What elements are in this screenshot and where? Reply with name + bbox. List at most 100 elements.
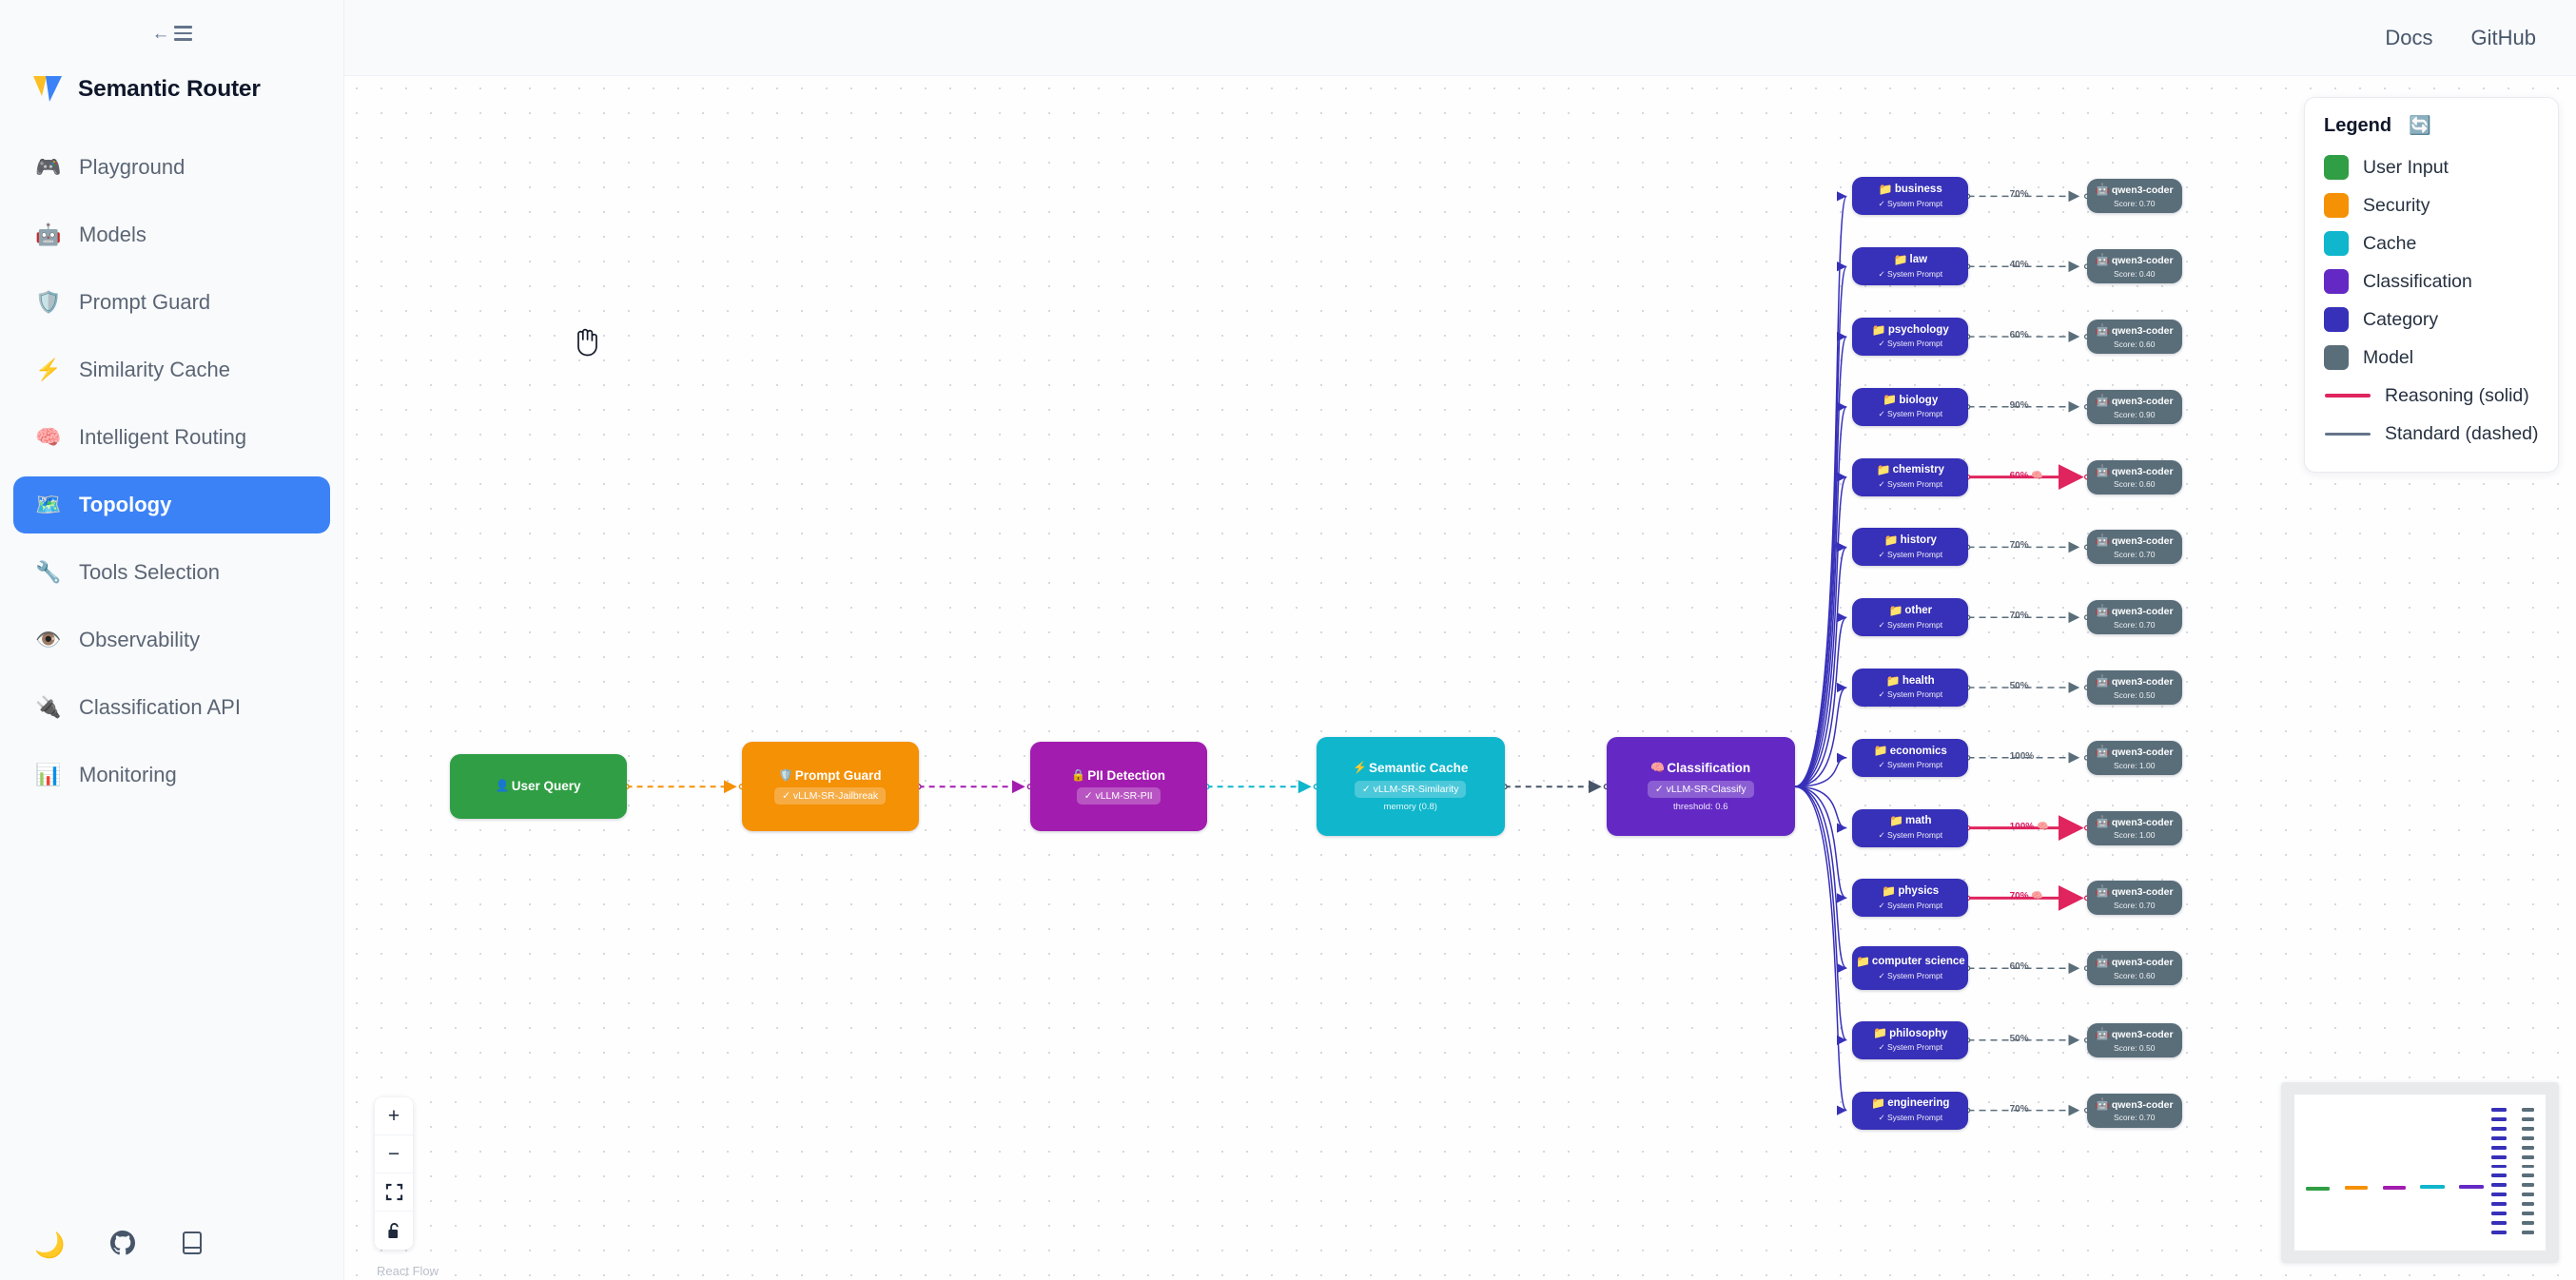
category-node[interactable]: 📁psychology✓ System Prompt [1852, 318, 1969, 356]
sidebar-item-observability[interactable]: 👁️ Observability [13, 611, 330, 669]
refresh-icon[interactable]: 🔄 [2409, 116, 2431, 136]
category-node[interactable]: 📁chemistry✓ System Prompt [1852, 457, 1969, 496]
react-flow-attribution[interactable]: React Flow [377, 1264, 439, 1278]
zoom-out-button[interactable]: − [375, 1135, 413, 1173]
classification-to-category-edge [1794, 682, 1847, 787]
sidebar-item-topology[interactable]: 🗺️ Topology [13, 476, 330, 533]
category-node[interactable]: 📁computer science✓ System Prompt [1852, 946, 1969, 991]
minimap-viewport[interactable] [2294, 1095, 2546, 1251]
category-node[interactable]: 📁math✓ System Prompt [1852, 808, 1969, 847]
grab-hand-cursor [571, 325, 599, 362]
docs-link[interactable]: Docs [2385, 25, 2433, 49]
lock-button[interactable] [375, 1212, 413, 1250]
sidebar-item-playground[interactable]: 🎮 Playground [13, 139, 330, 196]
category-node[interactable]: 📁engineering✓ System Prompt [1852, 1091, 1969, 1130]
topology-canvas[interactable]: 👤User Query 🛡️Prompt Guard✓ vLLM-SR-Jailb… [344, 76, 2576, 1280]
legend-label: Model [2363, 346, 2414, 368]
book-icon[interactable] [181, 1231, 204, 1259]
legend-label: Category [2363, 308, 2439, 330]
category-node[interactable]: 📁biology✓ System Prompt [1852, 387, 1969, 426]
pipeline-node-pii-detection[interactable]: 🔒PII Detection✓ vLLM-SR-PII [1029, 742, 1207, 831]
minimap-node [2490, 1183, 2507, 1188]
collapse-sidebar-icon[interactable]: ← [152, 25, 192, 43]
pipeline-node-prompt-guard[interactable]: 🛡️Prompt Guard✓ vLLM-SR-Jailbreak [741, 742, 919, 831]
sidebar-item-label: Monitoring [79, 763, 177, 786]
github-link[interactable]: GitHub [2470, 25, 2536, 49]
minimap-node [2306, 1187, 2330, 1192]
edge-percent-label: 90% [2009, 399, 2029, 411]
minimap-node [2522, 1220, 2534, 1225]
sidebar-item-models[interactable]: 🤖 Models [13, 206, 330, 263]
robot-icon: 🤖 [2095, 955, 2110, 969]
category-sub: ✓ System Prompt [1878, 1112, 1943, 1122]
sidebar-item-label: Prompt Guard [79, 290, 211, 314]
node-title: 🛡️Prompt Guard [778, 767, 882, 783]
category-sub: ✓ System Prompt [1878, 339, 1943, 349]
node-title: 🧠Classification [1650, 761, 1751, 776]
flow-layer[interactable]: 👤User Query 🛡️Prompt Guard✓ vLLM-SR-Jailb… [344, 76, 2576, 1280]
sidebar-item-intelligent-routing[interactable]: 🧠 Intelligent Routing [13, 409, 330, 466]
category-node[interactable]: 📁philosophy ✓ System Prompt [1852, 1020, 1969, 1059]
model-name: 🤖qwen3-coder [2095, 463, 2174, 477]
category-sub: ✓ System Prompt [1878, 900, 1943, 910]
sidebar-item-prompt-guard[interactable]: 🛡️ Prompt Guard [13, 274, 330, 331]
category-node[interactable]: 📁history✓ System Prompt [1852, 528, 1969, 567]
category-node[interactable]: 📁law✓ System Prompt [1852, 247, 1969, 286]
sidebar: ← Semantic Router 🎮 Playground 🤖 Models [0, 0, 344, 1280]
model-name: 🤖qwen3-coder [2095, 183, 2174, 197]
github-icon[interactable] [110, 1231, 136, 1259]
robot-icon: 🤖 [2095, 814, 2110, 828]
edge-percent-label: 60% [2009, 961, 2029, 973]
sidebar-item-monitoring[interactable]: 📊 Monitoring [13, 747, 330, 804]
minimap-node [2522, 1202, 2534, 1206]
minimap-node [2420, 1184, 2446, 1189]
shield-icon: 🛡️ [35, 290, 62, 314]
category-name: 📁philosophy [1873, 1026, 1948, 1040]
pipeline-node-user-query[interactable]: 👤User Query [449, 754, 627, 820]
robot-icon: 🤖 [2095, 604, 2110, 618]
category-node[interactable]: 📁business✓ System Prompt [1852, 177, 1969, 216]
legend-line-dashed [2325, 432, 2371, 436]
model-score: Score: 0.90 [2114, 409, 2156, 419]
minimap[interactable] [2281, 1082, 2559, 1263]
sidebar-item-tools-selection[interactable]: 🔧 Tools Selection [13, 544, 330, 601]
folder-icon: 📁 [1883, 393, 1898, 407]
moon-icon[interactable]: 🌙 [34, 1231, 66, 1259]
classification-to-category-edge [1794, 401, 1848, 787]
category-node[interactable]: 📁physics ✓ System Prompt [1852, 879, 1969, 918]
sidebar-item-classification-api[interactable]: 🔌 Classification API [13, 679, 330, 736]
folder-icon: 📁 [1871, 322, 1886, 337]
category-name: 📁math [1889, 814, 1932, 828]
robot-icon: 🤖 [2095, 1026, 2110, 1040]
zoom-in-button[interactable]: + [375, 1097, 413, 1135]
category-node[interactable]: 📁other✓ System Prompt [1852, 598, 1969, 637]
model-score: Score: 0.50 [2114, 1042, 2156, 1053]
category-node[interactable]: 📁economics✓ System Prompt [1852, 738, 1969, 777]
fit-view-button[interactable] [375, 1173, 413, 1212]
legend-label: Classification [2363, 270, 2472, 292]
brand-name: Semantic Router [78, 76, 261, 102]
map-icon: 🗺️ [35, 493, 62, 516]
category-name: 📁physics [1882, 883, 1940, 898]
folder-icon: 📁 [1876, 463, 1891, 477]
model-name: 🤖qwen3-coder [2095, 744, 2174, 758]
category-node[interactable]: 📁health✓ System Prompt [1852, 669, 1969, 707]
category-sub: ✓ System Prompt [1878, 1042, 1943, 1053]
sidebar-item-similarity-cache[interactable]: ⚡ Similarity Cache [13, 341, 330, 398]
